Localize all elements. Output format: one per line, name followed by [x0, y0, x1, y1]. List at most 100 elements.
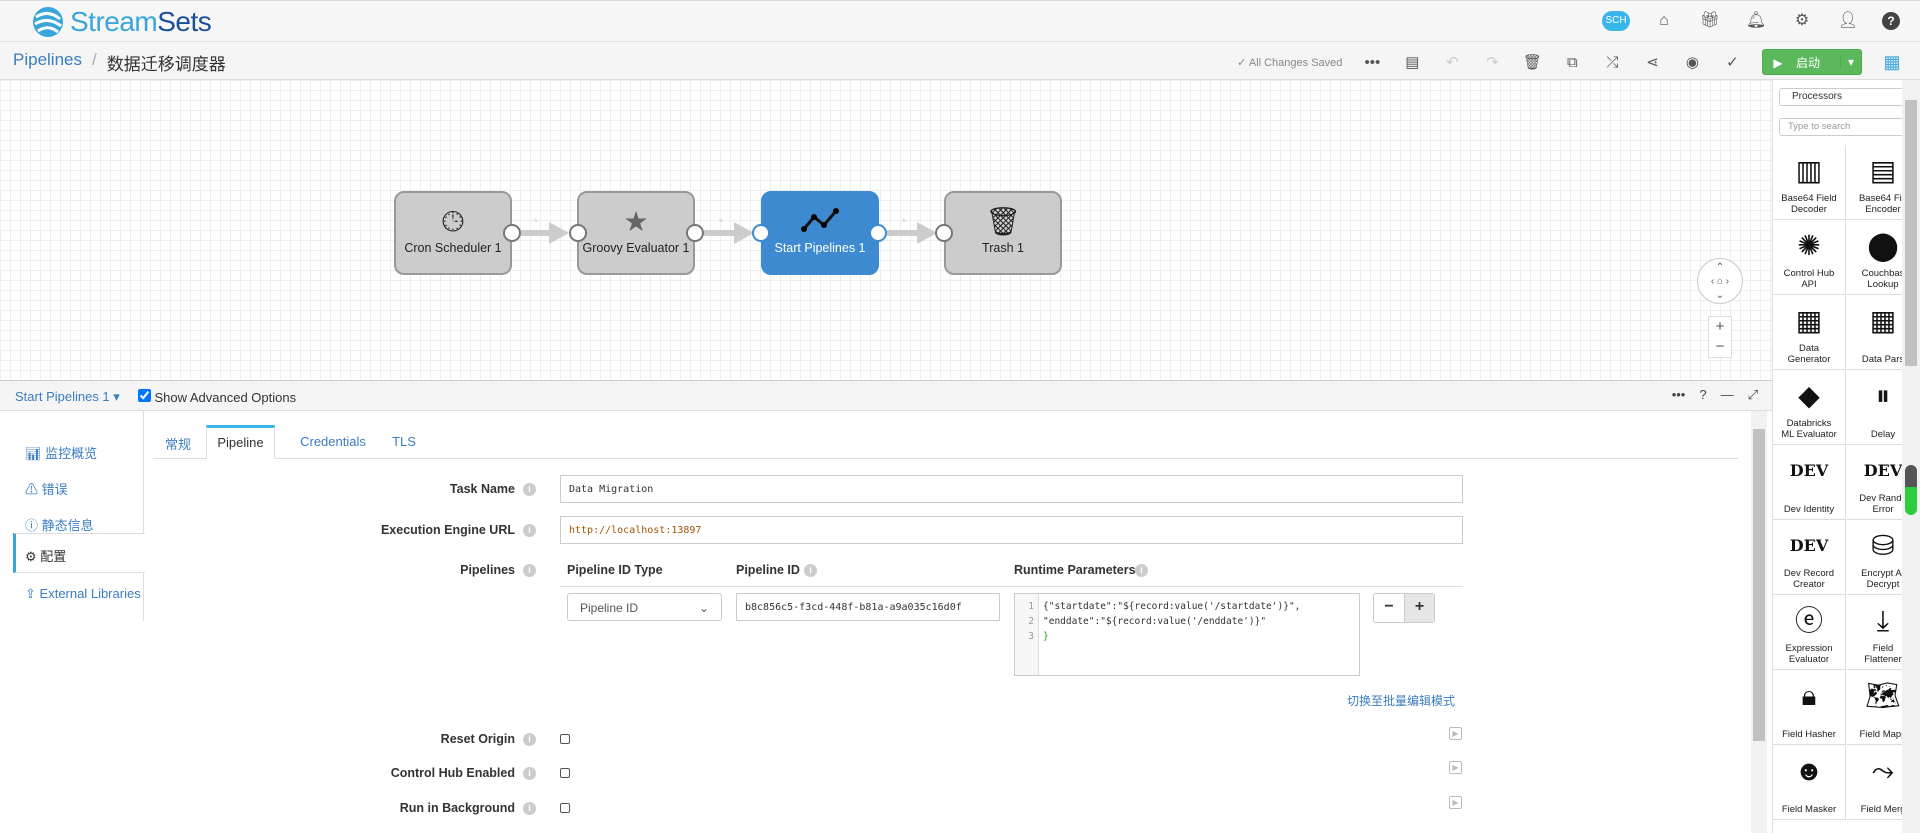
- info-icon[interactable]: i: [523, 767, 536, 780]
- help-icon[interactable]: ?: [1882, 12, 1900, 30]
- info-icon[interactable]: i: [523, 564, 536, 577]
- input-port[interactable]: [569, 224, 587, 242]
- user-icon[interactable]: 👤︎: [1837, 12, 1859, 29]
- control-hub-enabled-checkbox[interactable]: [560, 768, 570, 778]
- tab-credentials[interactable]: Credentials: [300, 434, 366, 449]
- stream-link[interactable]: [521, 230, 549, 236]
- zoom-in-button[interactable]: +: [1715, 318, 1725, 335]
- delete-icon[interactable]: 🗑︎: [1522, 54, 1542, 71]
- nav-summary[interactable]: 📊︎ 监控概览: [0, 431, 144, 471]
- info-icon[interactable]: i: [523, 483, 536, 496]
- nav-external-libraries[interactable]: ⇪ External Libraries: [0, 574, 144, 614]
- undo-icon[interactable]: ↶: [1446, 54, 1459, 71]
- run-in-background-checkbox[interactable]: [560, 803, 570, 813]
- stage-start-pipelines[interactable]: Start Pipelines 1: [761, 191, 879, 275]
- info-icon[interactable]: i: [1135, 564, 1148, 577]
- tab-general[interactable]: 常规: [164, 437, 191, 452]
- execution-engine-url-input[interactable]: http://localhost:13897: [560, 516, 1463, 544]
- more-icon[interactable]: •••: [1364, 53, 1381, 71]
- remove-row-button[interactable]: −: [1384, 598, 1394, 615]
- share-icon[interactable]: ⋖: [1646, 54, 1659, 71]
- document-icon[interactable]: ▤: [1405, 54, 1420, 71]
- output-port[interactable]: [503, 224, 521, 242]
- stage-type-select[interactable]: Processors: [1779, 88, 1911, 106]
- config-scrollbar[interactable]: [1751, 411, 1767, 833]
- duplicate-icon[interactable]: ⧉: [1567, 53, 1578, 71]
- grid-apps-icon[interactable]: ▦: [1883, 51, 1901, 72]
- stage-groovy-evaluator[interactable]: ★Groovy Evaluator 1: [577, 191, 695, 275]
- info-icon[interactable]: i: [523, 802, 536, 815]
- palette-stage[interactable]: DEV Dev Identity: [1773, 445, 1846, 520]
- info-icon[interactable]: i: [523, 733, 536, 746]
- sch-cloud-icon[interactable]: SCH: [1602, 11, 1630, 31]
- streamsets-logo[interactable]: StreamSets: [30, 5, 212, 39]
- validate-icon[interactable]: ✓: [1726, 54, 1739, 71]
- palette-stage[interactable]: ☻ Field Masker: [1773, 745, 1846, 820]
- pan-navigation-control[interactable]: ⌃‹ ⌂ ›⌄: [1697, 258, 1743, 304]
- data-rules-icon[interactable]: ◔: [530, 213, 540, 230]
- data-rules-icon[interactable]: ◔: [898, 213, 908, 230]
- expression-play-icon[interactable]: ▶: [1449, 796, 1462, 809]
- expand-icon[interactable]: ⤢: [1747, 387, 1758, 402]
- tab-tls[interactable]: TLS: [392, 434, 416, 449]
- stage-cron-scheduler[interactable]: 🕒︎Cron Scheduler 1: [394, 191, 512, 275]
- info-icon[interactable]: i: [804, 564, 817, 577]
- pipeline-id-input[interactable]: b8c856c5-f3cd-448f-b81a-a9a035c16d0f: [736, 593, 1000, 621]
- stage-selector[interactable]: Start Pipelines 1 ▾: [15, 389, 120, 404]
- palette-scrollbar[interactable]: [1902, 80, 1920, 833]
- nav-errors[interactable]: ⚠ 错误: [0, 467, 144, 507]
- pipeline-id-type-select[interactable]: Pipeline ID⌄: [567, 593, 722, 621]
- reset-origin-label: Reset Origin: [440, 732, 515, 746]
- input-port[interactable]: [752, 224, 770, 242]
- bell-icon[interactable]: 🔔︎: [1745, 12, 1767, 29]
- cogs-icon[interactable]: ⚙: [1794, 12, 1810, 29]
- bulk-edit-mode-link[interactable]: 切换至批量编辑模式: [1347, 694, 1456, 708]
- shuffle-icon[interactable]: ⤮: [1606, 53, 1619, 71]
- scrollbar-thumb[interactable]: [1753, 429, 1765, 741]
- minimize-icon[interactable]: —: [1720, 387, 1734, 402]
- add-row-button[interactable]: +: [1404, 594, 1434, 622]
- data-rules-icon[interactable]: ◔: [715, 213, 725, 230]
- input-port[interactable]: [935, 224, 953, 242]
- pipeline-canvas[interactable]: 🕒︎Cron Scheduler 1 ★Groovy Evaluator 1 S…: [0, 80, 1772, 380]
- output-port[interactable]: [686, 224, 704, 242]
- task-name-input[interactable]: Data Migration: [560, 475, 1463, 503]
- advanced-options-checkbox[interactable]: [137, 389, 151, 402]
- redo-icon[interactable]: ↷: [1486, 54, 1499, 71]
- stream-link[interactable]: [887, 230, 917, 236]
- home-icon[interactable]: ⌂: [1659, 12, 1669, 29]
- advanced-options-toggle[interactable]: Show Advanced Options: [137, 389, 296, 405]
- output-port[interactable]: [869, 224, 887, 242]
- groovy-icon: ★: [623, 206, 649, 237]
- palette-stage[interactable]: 🔒︎ Field Hasher: [1773, 670, 1846, 745]
- info-icon[interactable]: i: [523, 524, 536, 537]
- reset-origin-checkbox[interactable]: [560, 734, 570, 744]
- scrollbar-thumb[interactable]: [1905, 100, 1917, 366]
- tab-pipeline[interactable]: Pipeline: [206, 425, 275, 459]
- nav-info[interactable]: ⓘ 静态信息: [0, 503, 144, 543]
- breadcrumb-pipelines-link[interactable]: Pipelines: [13, 50, 82, 69]
- expression-play-icon[interactable]: ▶: [1449, 727, 1462, 740]
- palette-search-input[interactable]: Type to search: [1779, 118, 1911, 136]
- stream-link[interactable]: [704, 230, 734, 236]
- preview-icon[interactable]: ◉: [1685, 54, 1699, 71]
- gift-icon[interactable]: 🎁︎: [1699, 12, 1721, 29]
- col-pipeline-id-type: Pipeline ID Type: [567, 563, 663, 577]
- help-icon[interactable]: ?: [1699, 387, 1707, 402]
- zoom-out-button[interactable]: −: [1715, 338, 1725, 355]
- palette-stage-label: [1773, 793, 1845, 804]
- more-icon[interactable]: •••: [1671, 387, 1686, 402]
- start-button[interactable]: ▶ 启动▾: [1762, 49, 1862, 75]
- expression-play-icon[interactable]: ▶: [1449, 761, 1462, 774]
- nav-configuration[interactable]: ⚙ 配置: [13, 533, 145, 573]
- start-dropdown-icon[interactable]: ▾: [1839, 55, 1861, 69]
- stage-trash[interactable]: 🗑︎Trash 1: [944, 191, 1062, 275]
